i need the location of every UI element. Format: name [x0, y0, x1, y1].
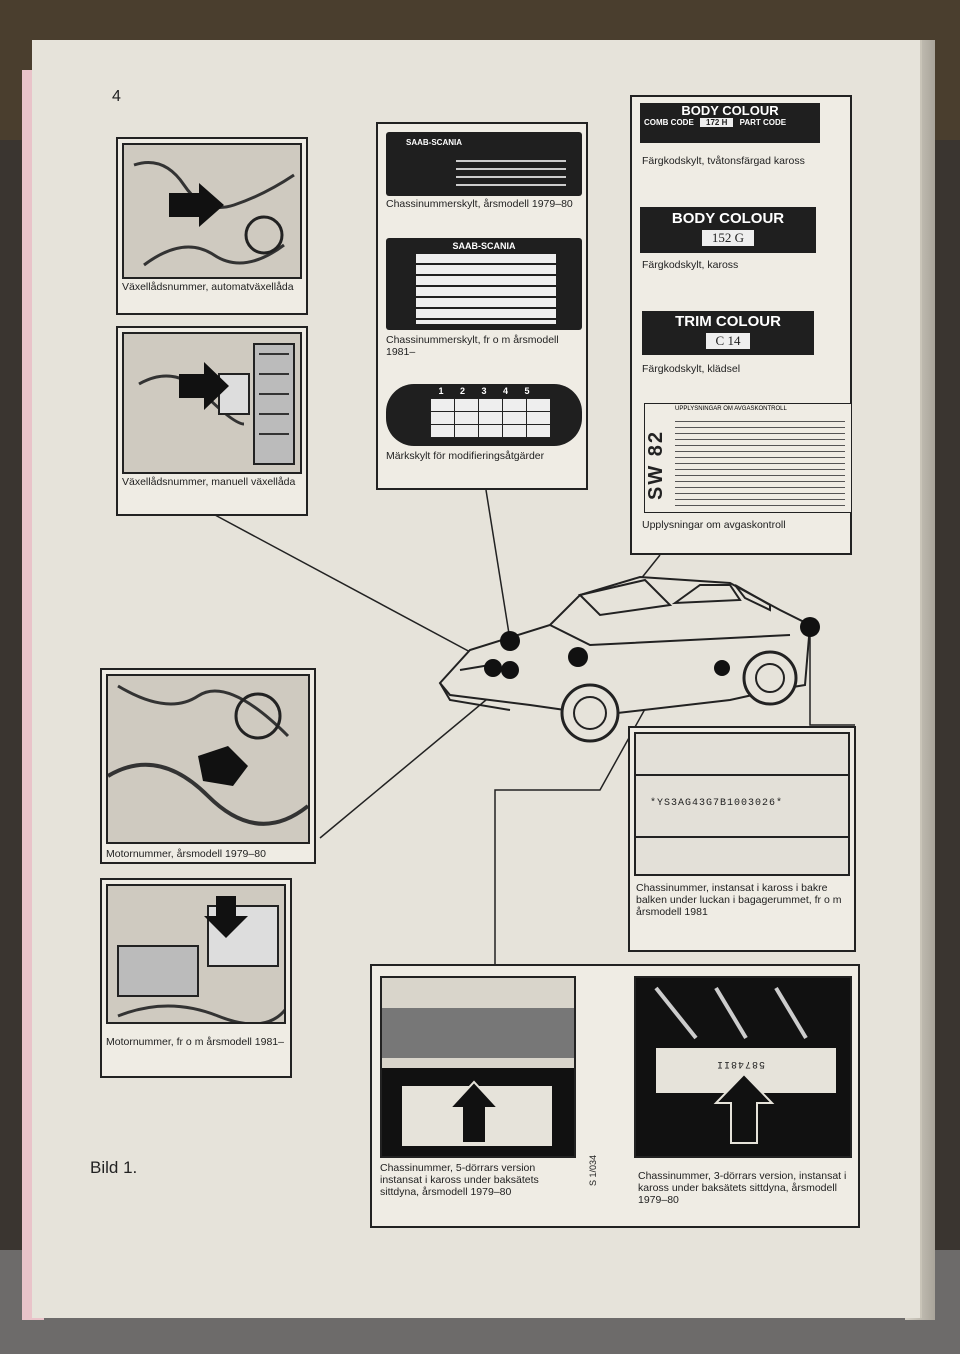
panel-chassis-plates: SAAB-SCANIA Chassinummerskylt, årsmodell…	[376, 122, 588, 490]
modification-plate: 1 2 3 4 5	[386, 384, 582, 446]
comb-code-label: COMB CODE	[644, 118, 694, 127]
seat-3-door-drawing	[636, 978, 850, 1156]
caption-chassis-1981: Chassinummerskylt, fr o m årsmodell 1981…	[386, 334, 559, 358]
rear-beam-line-1	[636, 774, 848, 776]
comb-code-value: 172 H	[700, 118, 734, 127]
panel-chassis-rear-seat: S 1/034 Chassinummer, 5-dörrars version …	[370, 964, 860, 1228]
panel-chassis-rear-beam: *YS3AG43G7B1003026* Chassinummer, instan…	[628, 726, 856, 952]
emission-label: SW 82 UPPLYSNINGAR OM AVGASKONTROLL	[644, 403, 852, 513]
caption-emission: Upplysningar om avgaskontroll	[642, 519, 786, 531]
seat-3-door-illustration: 58748II	[634, 976, 852, 1158]
plate-fields-1	[456, 154, 566, 188]
gearbox-automatic-illustration	[122, 143, 302, 279]
figure-label: Bild 1.	[90, 1158, 138, 1177]
caption-colour-trim: Färgkodskylt, klädsel	[642, 363, 741, 375]
caption-colour-body: Färgkodskylt, kaross	[642, 259, 739, 271]
caption-gearbox-manual: Växellådsnummer, manuell växellåda	[122, 476, 296, 488]
page-number: 4	[112, 88, 121, 105]
body-colour-plate: BODY COLOUR 152 G	[640, 207, 816, 253]
gearbox-manual-illustration	[122, 332, 302, 474]
plate-fields-2	[416, 254, 556, 324]
seat-5-door-illustration	[380, 976, 576, 1158]
chassis-plate-1979-80: SAAB-SCANIA	[386, 132, 582, 196]
figure-code: S 1/034	[588, 1154, 598, 1186]
caption-engine-1979-80: Motornummer, årsmodell 1979–80	[106, 848, 266, 860]
caption-engine-1981: Motornummer, fr o m årsmodell 1981–	[106, 1036, 284, 1048]
location-markers	[484, 617, 820, 679]
caption-chassis-rear-beam: Chassinummer, instansat i kaross i bakre…	[636, 882, 842, 918]
rear-beam-illustration: *YS3AG43G7B1003026*	[634, 732, 850, 876]
car-illustration	[438, 575, 820, 743]
caption-chassis-1979-80: Chassinummerskylt, årsmodell 1979–80	[386, 198, 573, 210]
mark-columns: 1 2 3 4 5	[438, 386, 530, 396]
body-colour-title-2: BODY COLOUR	[671, 210, 785, 227]
body-colour-code: 152 G	[701, 230, 755, 246]
gearbox-manual-drawing	[124, 334, 300, 472]
panel-gearbox-manual: Växellådsnummer, manuell växellåda	[116, 326, 308, 516]
trim-colour-plate: TRIM COLOUR C 14	[642, 311, 814, 355]
comb-code-row: COMB CODE 172 H PART CODE	[640, 118, 820, 127]
emission-text-lines	[675, 416, 845, 506]
stamp-3-door: 58748II	[716, 1058, 766, 1069]
body-colour-plate-two-tone: BODY COLOUR COMB CODE 172 H PART CODE	[640, 103, 820, 143]
mark-grid	[430, 398, 550, 438]
seat-5-door-drawing	[382, 978, 574, 1156]
body-colour-title-1: BODY COLOUR	[681, 103, 779, 118]
emission-title: UPPLYSNINGAR OM AVGASKONTROLL	[675, 406, 787, 412]
panel-engine-1979-80: Motornummer, årsmodell 1979–80	[100, 668, 316, 864]
chassis-plate-1981: SAAB-SCANIA	[386, 238, 582, 330]
caption-modification: Märkskylt för modifieringsåtgärder	[386, 450, 545, 462]
caption-colour-two-tone: Färgkodskylt, tvåtonsfärgad kaross	[642, 155, 805, 167]
caption-gearbox-automatic: Växellådsnummer, automatväxellåda	[122, 281, 294, 293]
rear-beam-line-2	[636, 836, 848, 838]
engine-1981-drawing	[108, 886, 284, 1022]
caption-chassis-5-door: Chassinummer, 5-dörrars version instansa…	[380, 1162, 539, 1198]
gearbox-automatic-drawing	[124, 145, 300, 277]
engine-1979-80-illustration	[106, 674, 310, 844]
engine-1981-illustration	[106, 884, 286, 1024]
panel-colour-plates: BODY COLOUR COMB CODE 172 H PART CODE Fä…	[630, 95, 852, 555]
chassis-stamp: *YS3AG43G7B1003026*	[650, 798, 784, 809]
trim-colour-title: TRIM COLOUR	[675, 313, 781, 330]
panel-gearbox-automatic: Växellådsnummer, automatväxellåda	[116, 137, 308, 315]
trim-colour-code: C 14	[705, 333, 751, 349]
plate-brand-1: SAAB-SCANIA	[406, 138, 462, 147]
caption-chassis-3-door: Chassinummer, 3-dörrars version, instans…	[638, 1170, 847, 1206]
part-code-label: PART CODE	[739, 118, 787, 127]
emission-model-code: SW 82	[645, 429, 667, 500]
engine-1979-80-drawing	[108, 676, 308, 842]
plate-brand-2: SAAB-SCANIA	[452, 241, 516, 251]
panel-engine-1981: Motornummer, fr o m årsmodell 1981–	[100, 878, 292, 1078]
